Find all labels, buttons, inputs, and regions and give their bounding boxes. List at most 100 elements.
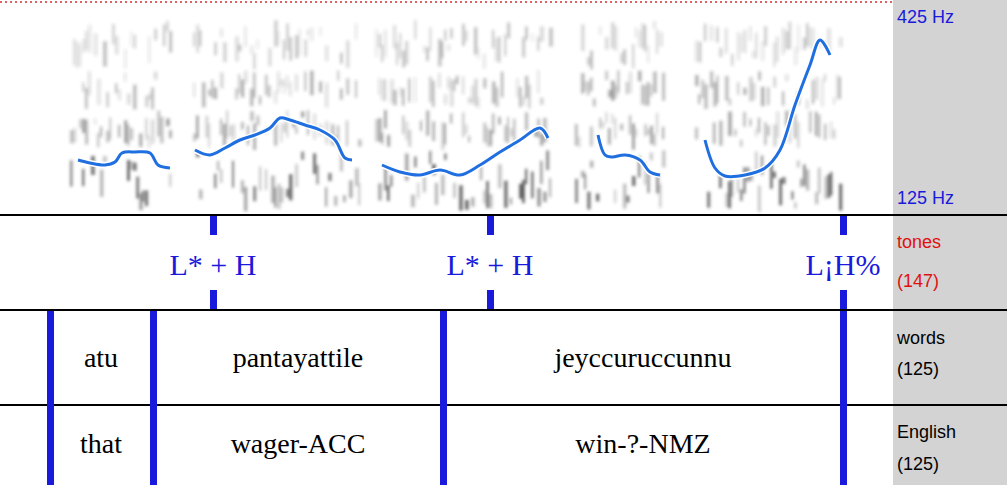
spectral-energy (340, 53, 343, 64)
spectral-energy (462, 24, 465, 46)
spectral-energy (806, 169, 809, 190)
spectral-energy (614, 26, 618, 51)
spectral-energy (396, 42, 398, 65)
pitch-curve (78, 152, 170, 168)
spectral-energy (486, 127, 489, 146)
spectral-energy (444, 30, 447, 41)
spectral-energy (839, 184, 842, 211)
spectral-energy (749, 26, 751, 41)
spectral-energy (698, 42, 702, 63)
spectral-energy (139, 133, 142, 147)
spectral-energy (328, 173, 332, 181)
spectral-energy (761, 41, 764, 61)
spectral-energy (133, 35, 136, 49)
spectral-energy (740, 140, 742, 147)
spectral-energy (638, 71, 641, 82)
spectral-energy (295, 74, 298, 91)
spectral-energy (193, 83, 195, 98)
spectral-energy (103, 156, 107, 163)
spectral-energy (420, 121, 422, 131)
interval-boundary (440, 311, 447, 485)
spectral-energy (641, 24, 644, 49)
spectral-energy (593, 98, 596, 106)
spectral-energy (519, 87, 522, 107)
spectral-energy (818, 115, 820, 138)
spectral-energy (402, 51, 405, 68)
spectral-energy (839, 77, 841, 99)
spectral-energy (740, 35, 743, 52)
spectral-energy (124, 49, 126, 68)
spectral-energy (429, 27, 432, 50)
spectral-energy (232, 161, 234, 188)
spectral-energy (650, 152, 653, 160)
spectral-energy (250, 46, 253, 55)
spectral-energy (695, 127, 698, 139)
spectral-energy (280, 124, 282, 143)
spectral-energy (710, 25, 713, 41)
spectral-energy (259, 167, 261, 191)
spectral-energy (797, 161, 800, 168)
spectral-energy (635, 27, 637, 37)
spectral-energy (145, 118, 148, 139)
spectral-energy (265, 75, 267, 95)
spectral-energy (115, 83, 117, 93)
spectral-energy (719, 48, 723, 57)
spectral-energy (587, 81, 589, 95)
spectral-energy (280, 188, 284, 203)
point-tick (840, 290, 847, 309)
spectral-energy (432, 121, 435, 141)
spectral-energy (713, 123, 715, 144)
spectral-energy (785, 74, 788, 81)
spectral-energy (325, 83, 328, 108)
spectral-energy (124, 72, 126, 81)
spectral-energy (358, 139, 362, 146)
spectral-energy (202, 82, 206, 107)
spectral-energy (196, 25, 199, 53)
spectral-energy (605, 37, 609, 50)
spectral-energy (450, 80, 453, 106)
spectral-energy (743, 30, 746, 53)
spectral-energy (743, 112, 746, 127)
spectral-energy (650, 84, 653, 96)
pitch-curve (382, 128, 548, 175)
spectral-energy (304, 71, 307, 91)
spectral-energy (647, 129, 650, 135)
spectral-energy (725, 28, 727, 53)
spectral-energy (468, 97, 471, 103)
spectral-energy (82, 119, 85, 133)
tone-label: L* + H (447, 250, 534, 280)
spectral-energy (635, 129, 637, 137)
spectral-energy (587, 192, 591, 210)
spectral-energy (393, 90, 397, 105)
spectral-energy (522, 37, 525, 57)
spectral-energy (779, 179, 782, 206)
spectral-energy (540, 161, 543, 184)
spectral-energy (127, 160, 130, 181)
pitch-halo (598, 135, 660, 175)
spectral-energy (653, 134, 656, 146)
spectral-energy (737, 32, 740, 60)
spectral-energy (426, 110, 429, 135)
spectral-energy (375, 29, 378, 56)
spectral-energy (498, 117, 501, 125)
spectral-energy (253, 53, 256, 69)
spectral-energy (435, 183, 438, 205)
spectral-energy (450, 113, 452, 123)
spectral-energy (456, 76, 458, 84)
spectral-energy (295, 164, 298, 187)
spectral-energy (537, 188, 541, 206)
spectral-energy (543, 192, 547, 202)
pitch-halo (705, 40, 830, 177)
spectral-energy (824, 124, 826, 140)
spectral-energy (698, 94, 700, 104)
spectral-energy (468, 136, 470, 142)
spectral-energy (704, 24, 706, 41)
spectral-energy (283, 123, 286, 132)
spectral-energy (797, 25, 800, 52)
spectral-energy (286, 75, 288, 88)
spectral-energy (355, 23, 357, 39)
spectral-energy (169, 31, 172, 52)
spectral-energy (525, 169, 527, 184)
spectral-energy (208, 124, 210, 148)
spectral-energy (788, 22, 792, 49)
